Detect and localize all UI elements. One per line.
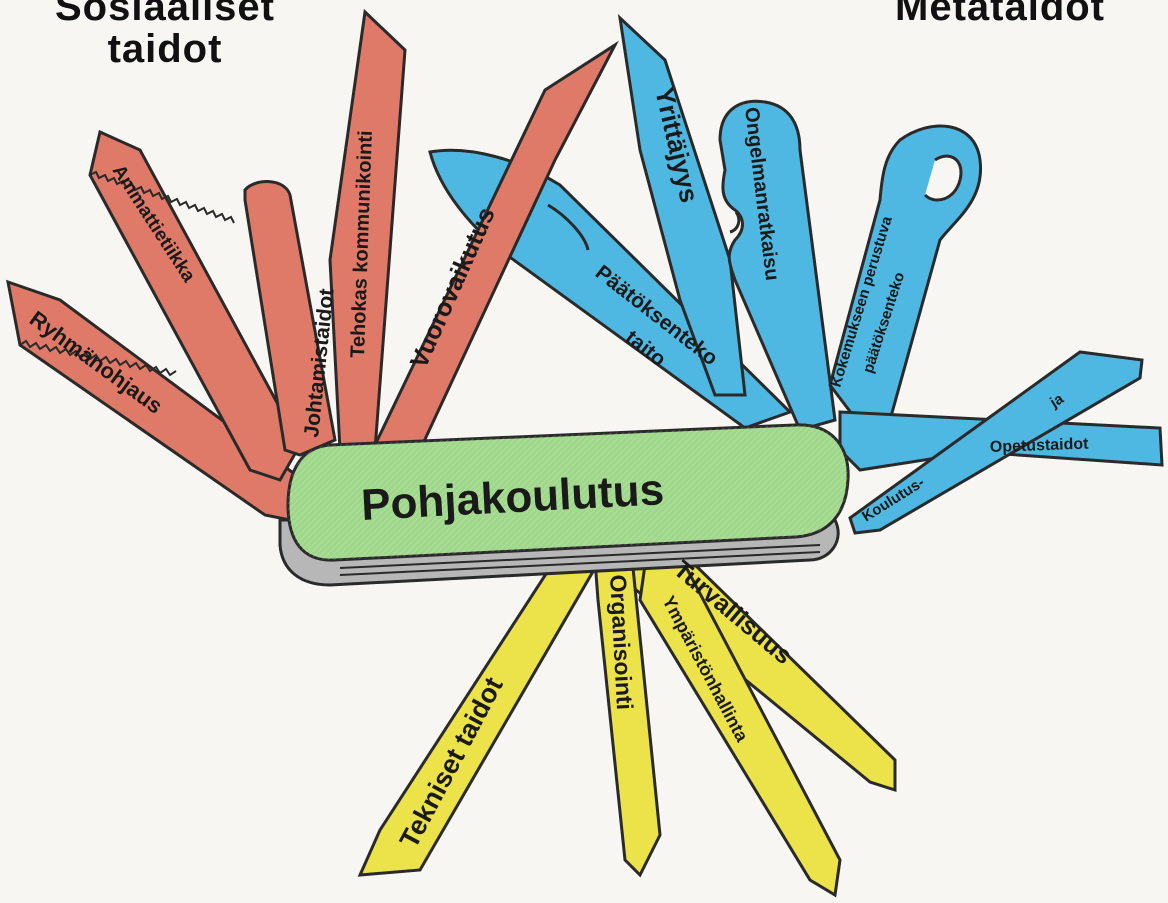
heading-social-skills: Sosiaaliset taidot	[0, 0, 330, 70]
label-opetustaidot: Opetustaidot	[990, 436, 1090, 456]
heading-social-line1: Sosiaaliset	[0, 0, 330, 28]
heading-meta-skills: Metataidot	[830, 0, 1168, 28]
heading-social-line2: taidot	[0, 28, 330, 70]
heading-meta: Metataidot	[830, 0, 1168, 28]
label-tekniset-taidot: Tekniset taidot	[394, 672, 509, 853]
